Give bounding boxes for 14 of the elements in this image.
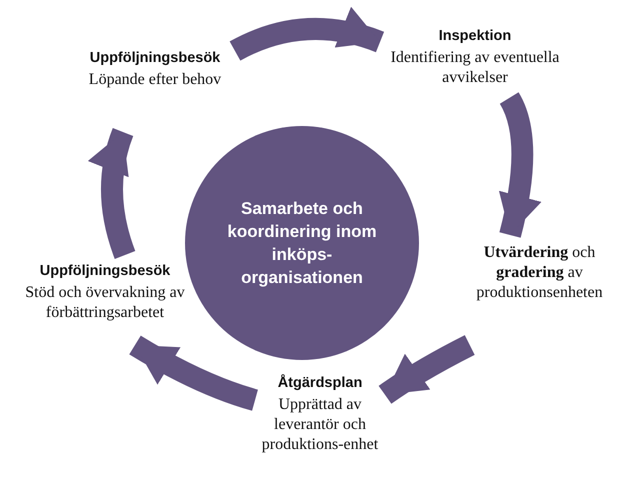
curved-arrow <box>88 128 136 259</box>
curved-arrow <box>230 8 384 61</box>
step-description: Löpande efter behov <box>88 70 222 90</box>
step-title: Inspektion <box>438 28 512 44</box>
center-text: Samarbete och koordinering inom inköps-organisationen <box>226 198 378 289</box>
step-description: Utvärdering och gradering av produktionsenheten <box>475 243 604 303</box>
curved-arrow <box>129 336 258 411</box>
step-title: Åtgärdsplan <box>276 375 364 391</box>
curved-arrow <box>378 335 475 404</box>
step-description: Identifiering av eventuella avvikelser <box>390 48 560 88</box>
step-title: Uppföljningsbesök <box>38 263 172 279</box>
step-description: Upprättad av leverantör och produktions-enhet <box>260 395 380 455</box>
step-title: Uppföljningsbesök <box>88 50 222 66</box>
step-description: Stöd och övervakning av förbättringsarbetet <box>24 283 186 323</box>
